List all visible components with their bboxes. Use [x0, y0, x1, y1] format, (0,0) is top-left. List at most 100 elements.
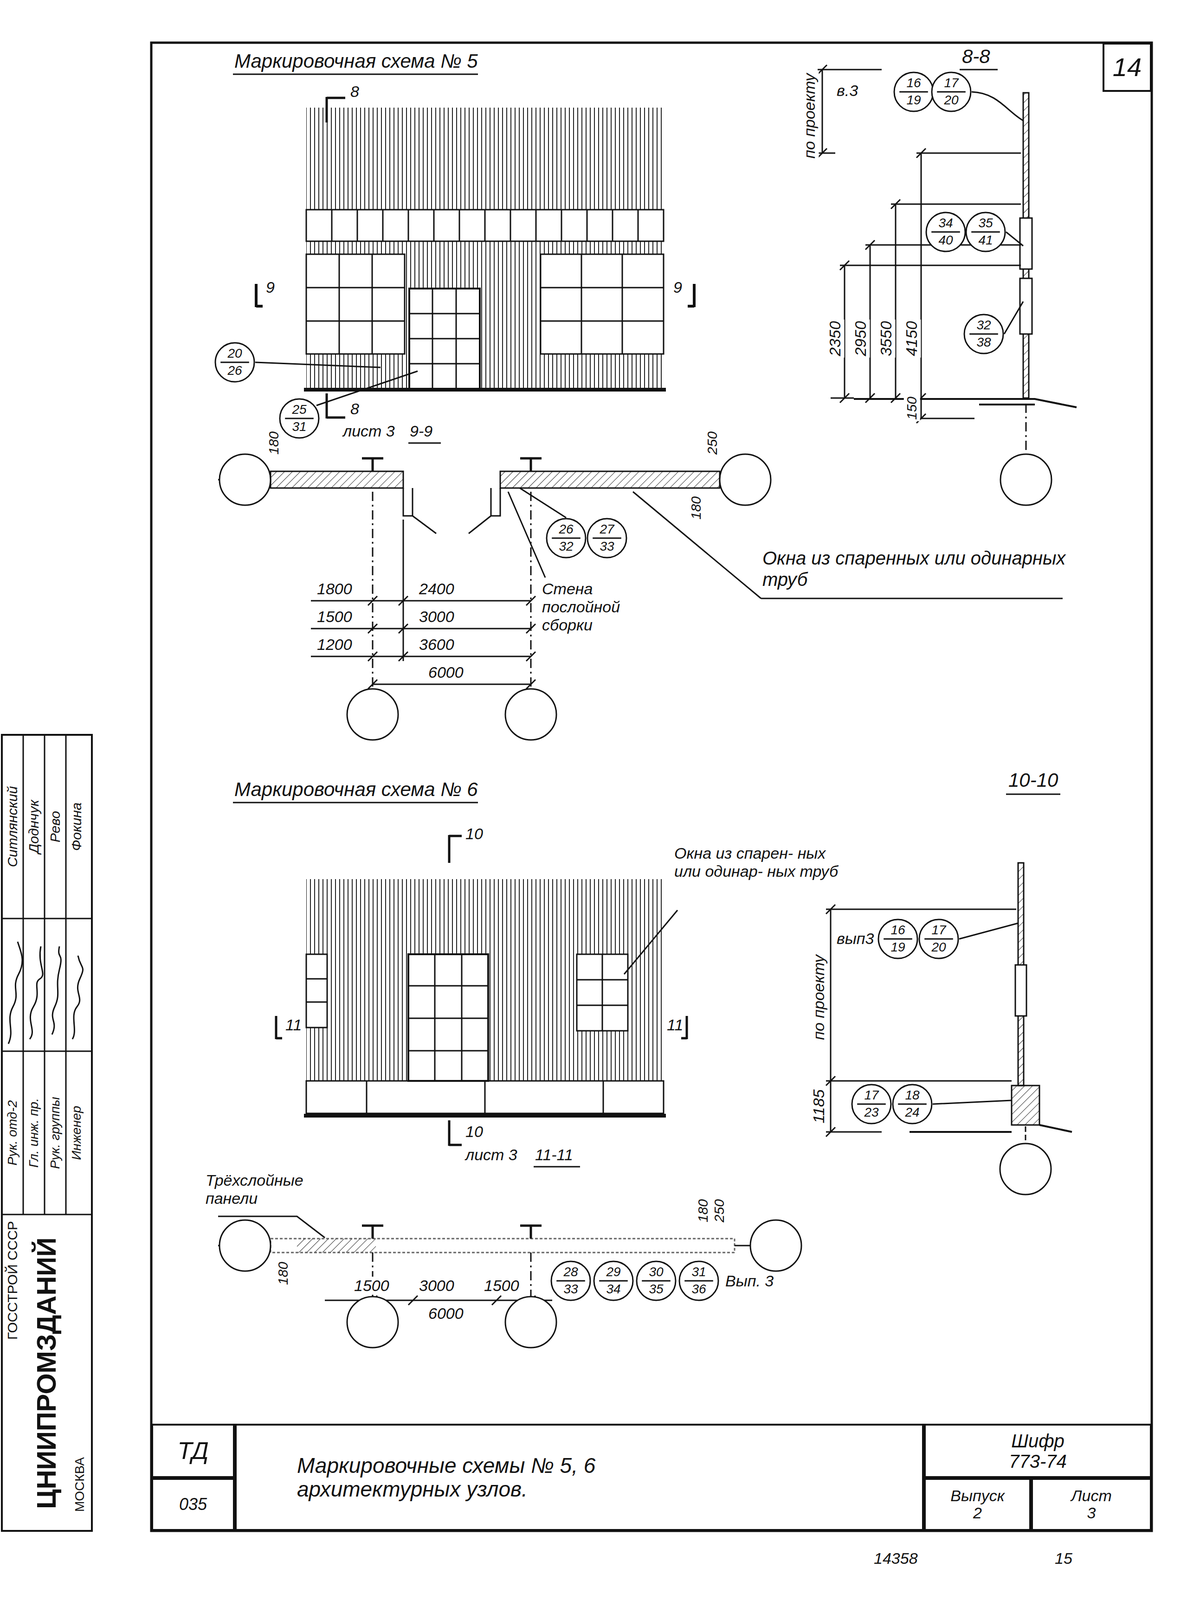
section-mark: 9: [671, 278, 684, 297]
facade-elevation-5-part: [540, 254, 664, 355]
wall-section-8-8-part: [817, 69, 1021, 419]
issue-reference: в.3: [835, 81, 860, 100]
callout-number: 31: [291, 419, 307, 435]
facade-elevation-6-part: [408, 954, 489, 1082]
facade-elevation-5-part: [256, 283, 695, 308]
plan-section-11-11-part: [361, 1225, 542, 1239]
sheet-reference: лист 3: [341, 422, 397, 441]
callout-circle: 1619: [893, 71, 935, 113]
callout-number: 36: [691, 1282, 706, 1297]
callout-number: 40: [938, 233, 953, 248]
facade-elevation-6-part: [306, 979, 328, 1003]
callout-ring: [964, 314, 1004, 354]
callout-ring: [551, 1261, 591, 1301]
callout-number: 35: [648, 1282, 664, 1297]
callout-divider: [897, 1103, 927, 1106]
facade-elevation-6-part: [624, 910, 678, 975]
callout-divider: [971, 231, 1000, 233]
facade-elevation-5: [255, 96, 695, 419]
callout-divider: [551, 537, 581, 540]
callout-divider: [684, 1280, 714, 1283]
callout-ring: [851, 1084, 891, 1124]
plan-section-9-9-part: [403, 488, 501, 534]
stamp-role: Рук. группы: [47, 1095, 63, 1171]
title-block-cell: 035: [151, 1478, 235, 1532]
dimension-value: 180: [695, 1198, 712, 1225]
plan-section-9-9-part: [270, 471, 404, 489]
callout-circle: 1720: [918, 918, 960, 960]
section-title: 11-11: [533, 1146, 575, 1165]
sheet-frame-part: [29, 946, 43, 1040]
callout-divider: [284, 418, 314, 420]
callout-ring: [546, 518, 586, 558]
dimension-value: 1800: [315, 580, 354, 599]
wall-section-10-10: [825, 863, 1072, 1195]
facade-elevation-6: [276, 835, 687, 1147]
callout-number: 17: [864, 1088, 879, 1104]
dimension-value: 150: [903, 395, 921, 422]
sheet-frame-part: [151, 42, 1152, 1532]
callout-ring: [894, 72, 934, 112]
facade-elevation-5-part: [540, 254, 664, 355]
callout-number: 16: [906, 76, 921, 91]
wall-section-8-8-part: [1019, 218, 1033, 270]
plan-section-11-11-part: [270, 1238, 735, 1253]
callout-number: 24: [904, 1105, 920, 1121]
facade-elevation-5-part: [326, 96, 346, 419]
callout-number: 25: [291, 402, 307, 418]
title-block-text: Шифр: [1011, 1431, 1065, 1452]
callout-number: 23: [864, 1105, 879, 1121]
callout-number: 20: [931, 940, 946, 955]
sheet-frame: [1, 42, 1152, 1532]
section-title: 10-10: [1006, 769, 1060, 792]
stamp-name: Фокина: [68, 801, 85, 853]
callout-number: 18: [904, 1088, 920, 1104]
section-title: 9-9: [408, 422, 434, 441]
callout-ring: [878, 919, 918, 959]
plan-section-11-11: [218, 1216, 802, 1349]
sheet-frame-part: [72, 955, 84, 1040]
facade-elevation-6-part: [576, 954, 628, 1032]
callout-divider: [899, 91, 929, 93]
callout-number: 32: [558, 539, 574, 555]
dimension-value: 2400: [417, 580, 456, 599]
callout-circle: 3238: [963, 313, 1005, 355]
callout-ring: [636, 1261, 676, 1301]
callout-circle: 2531: [278, 398, 320, 439]
plan-section-9-9-part: [500, 471, 720, 489]
dimension-value: 1200: [315, 635, 354, 654]
plan-section-11-11-part: [750, 1220, 802, 1272]
dimension-value: 3550: [877, 319, 896, 358]
callout-number: 19: [890, 940, 905, 955]
callout-circle: 2733: [586, 517, 628, 559]
facade-elevation-5-part: [331, 209, 639, 242]
dimension-value: 1500: [352, 1277, 391, 1296]
dimension-value: 3000: [417, 1277, 456, 1296]
facade-elevation-5-part: [306, 254, 405, 355]
wall-section-10-10-part: [1025, 1126, 1027, 1144]
callout-ring: [966, 212, 1006, 252]
title-block-cell: Маркировочные схемы № 5, 6 архитектурных…: [234, 1424, 924, 1532]
facade-elevation-6-part: [306, 954, 328, 1028]
plan-section-11-11-part: [372, 1252, 531, 1297]
dimension-value: 250: [704, 430, 721, 457]
callout-number: 30: [648, 1265, 664, 1280]
title-block-cell: Выпуск2: [923, 1478, 1032, 1532]
facade-elevation-6-part: [576, 954, 628, 1032]
callout-ring: [919, 919, 959, 959]
plan-section-9-9-part: [310, 519, 531, 685]
title-block-cell: Лист3: [1031, 1478, 1152, 1532]
callout-number: 20: [943, 93, 959, 108]
stamp-text: ЦНИИПРОМЗДАНИЙ: [31, 1236, 63, 1511]
callout-number: 20: [227, 346, 242, 362]
facade-elevation-5-part: [409, 288, 480, 389]
dimension-value: 180: [688, 495, 705, 522]
wall-section-8-8-part: [853, 399, 1077, 408]
callout-divider: [883, 938, 913, 941]
callout-number: 41: [978, 233, 993, 248]
stamp-text: ГОССТРОЙ СССР: [4, 1219, 21, 1342]
sheet-frame-part: [8, 941, 23, 1045]
callout-ring: [679, 1261, 719, 1301]
dimension-value: 2950: [851, 319, 870, 358]
callout-number: 17: [943, 76, 959, 91]
